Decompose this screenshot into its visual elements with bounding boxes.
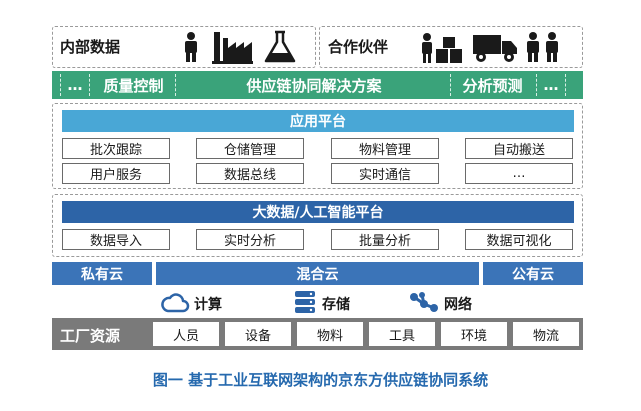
ai-item-data-import: 数据导入 <box>62 229 170 250</box>
ai-item-visualization: 数据可视化 <box>465 229 573 250</box>
app-item-auto-transfer: 自动搬送 <box>465 138 573 159</box>
truck-icon <box>472 33 518 63</box>
network-icon <box>408 290 440 314</box>
figure-caption: 图一 基于工业互联网架构的京东方供应链协同系统 <box>152 371 489 389</box>
ai-item-realtime-analysis: 实时分析 <box>196 229 304 250</box>
cloud-icon <box>160 290 190 314</box>
resource-tools: 工具 <box>369 322 435 346</box>
storage-label: 存储 <box>322 297 350 313</box>
hybrid-cloud: 混合云 <box>156 262 479 285</box>
flask-icon <box>262 30 298 64</box>
people-pair-icon <box>524 31 562 63</box>
app-item-realtime-comm: 实时通信 <box>331 163 439 184</box>
ai-item-batch-analysis: 批量分析 <box>331 229 439 250</box>
resource-material: 物料 <box>297 322 363 346</box>
app-platform-panel <box>52 103 583 189</box>
compute-label: 计算 <box>194 297 222 313</box>
app-platform-title: 应用平台 <box>62 110 574 132</box>
factory-icon <box>210 30 254 64</box>
workers-icon <box>420 32 464 64</box>
partners-panel <box>319 26 583 68</box>
factory-resources-label: 工厂资源 <box>60 327 121 345</box>
network-label: 网络 <box>444 297 472 313</box>
analysis-forecast: 分析预测 <box>450 74 534 96</box>
private-cloud: 私有云 <box>52 262 152 285</box>
ai-platform-title: 大数据/人工智能平台 <box>62 201 574 223</box>
resource-logistics: 物流 <box>513 322 579 346</box>
app-item-data-bus: 数据总线 <box>196 163 304 184</box>
ai-platform-panel <box>52 194 583 257</box>
app-item-warehouse: 仓储管理 <box>196 138 304 159</box>
resource-equipment: 设备 <box>225 322 291 346</box>
solution-ellipsis-right: … <box>536 74 566 96</box>
app-item-material: 物料管理 <box>331 138 439 159</box>
person-icon <box>182 31 200 63</box>
resource-environment: 环境 <box>441 322 507 346</box>
app-item-ellipsis: … <box>465 163 573 184</box>
storage-icon <box>294 290 316 314</box>
public-cloud: 公有云 <box>483 262 583 285</box>
internal-data-panel <box>52 26 316 68</box>
resource-personnel: 人员 <box>153 322 219 346</box>
app-item-user-service: 用户服务 <box>62 163 170 184</box>
supply-chain-solution: 供应链协同解决方案 <box>178 74 450 96</box>
internal-data-label: 内部数据 <box>60 38 121 56</box>
partners-label: 合作伙伴 <box>328 38 389 56</box>
app-item-batch-tracking: 批次跟踪 <box>62 138 170 159</box>
quality-control: 质量控制 <box>92 74 176 96</box>
solution-ellipsis-left: … <box>60 74 90 96</box>
